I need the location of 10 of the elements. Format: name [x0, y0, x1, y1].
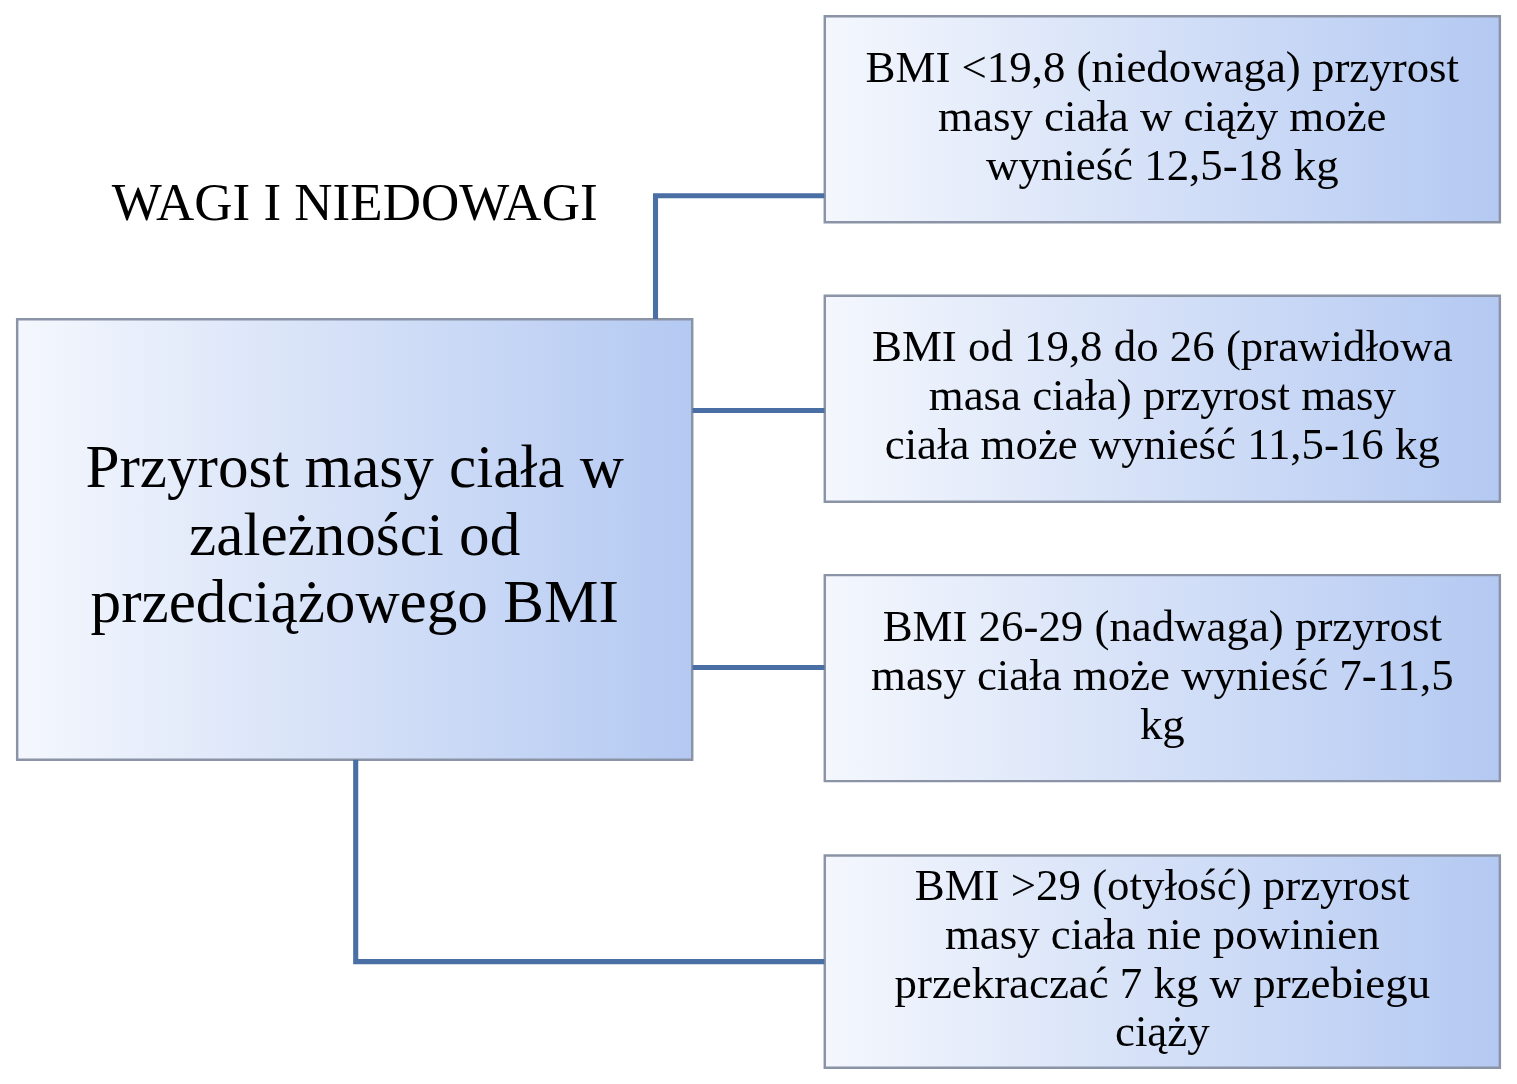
- node-box: BMI 26-29 (nadwaga) przyrost masy ciała może wynieść 7-11,5 kg: [823, 573, 1502, 783]
- connector: [692, 664, 825, 670]
- node-box: BMI >29 (otyłość) przyrost masy ciała nie powinien przekraczać 7 kg w przebiegu ciąży: [823, 854, 1502, 1069]
- node-box: Przyrost masy ciała w zależności od przedciążowego BMI: [15, 317, 694, 761]
- node-box: BMI <19,8 (niedowaga) przyrost masy ciała w ciąży może wynieść 12,5-18 kg: [823, 15, 1502, 224]
- label: WAGI I NIEDOWAGI: [111, 172, 598, 231]
- node-box: BMI od 19,8 do 26 (prawidłowa masa ciała) przyrost masy ciała może wynieść 11,5-16 kg: [823, 294, 1502, 503]
- connector: [692, 407, 825, 413]
- connector: [652, 193, 825, 319]
- connector: [353, 759, 825, 965]
